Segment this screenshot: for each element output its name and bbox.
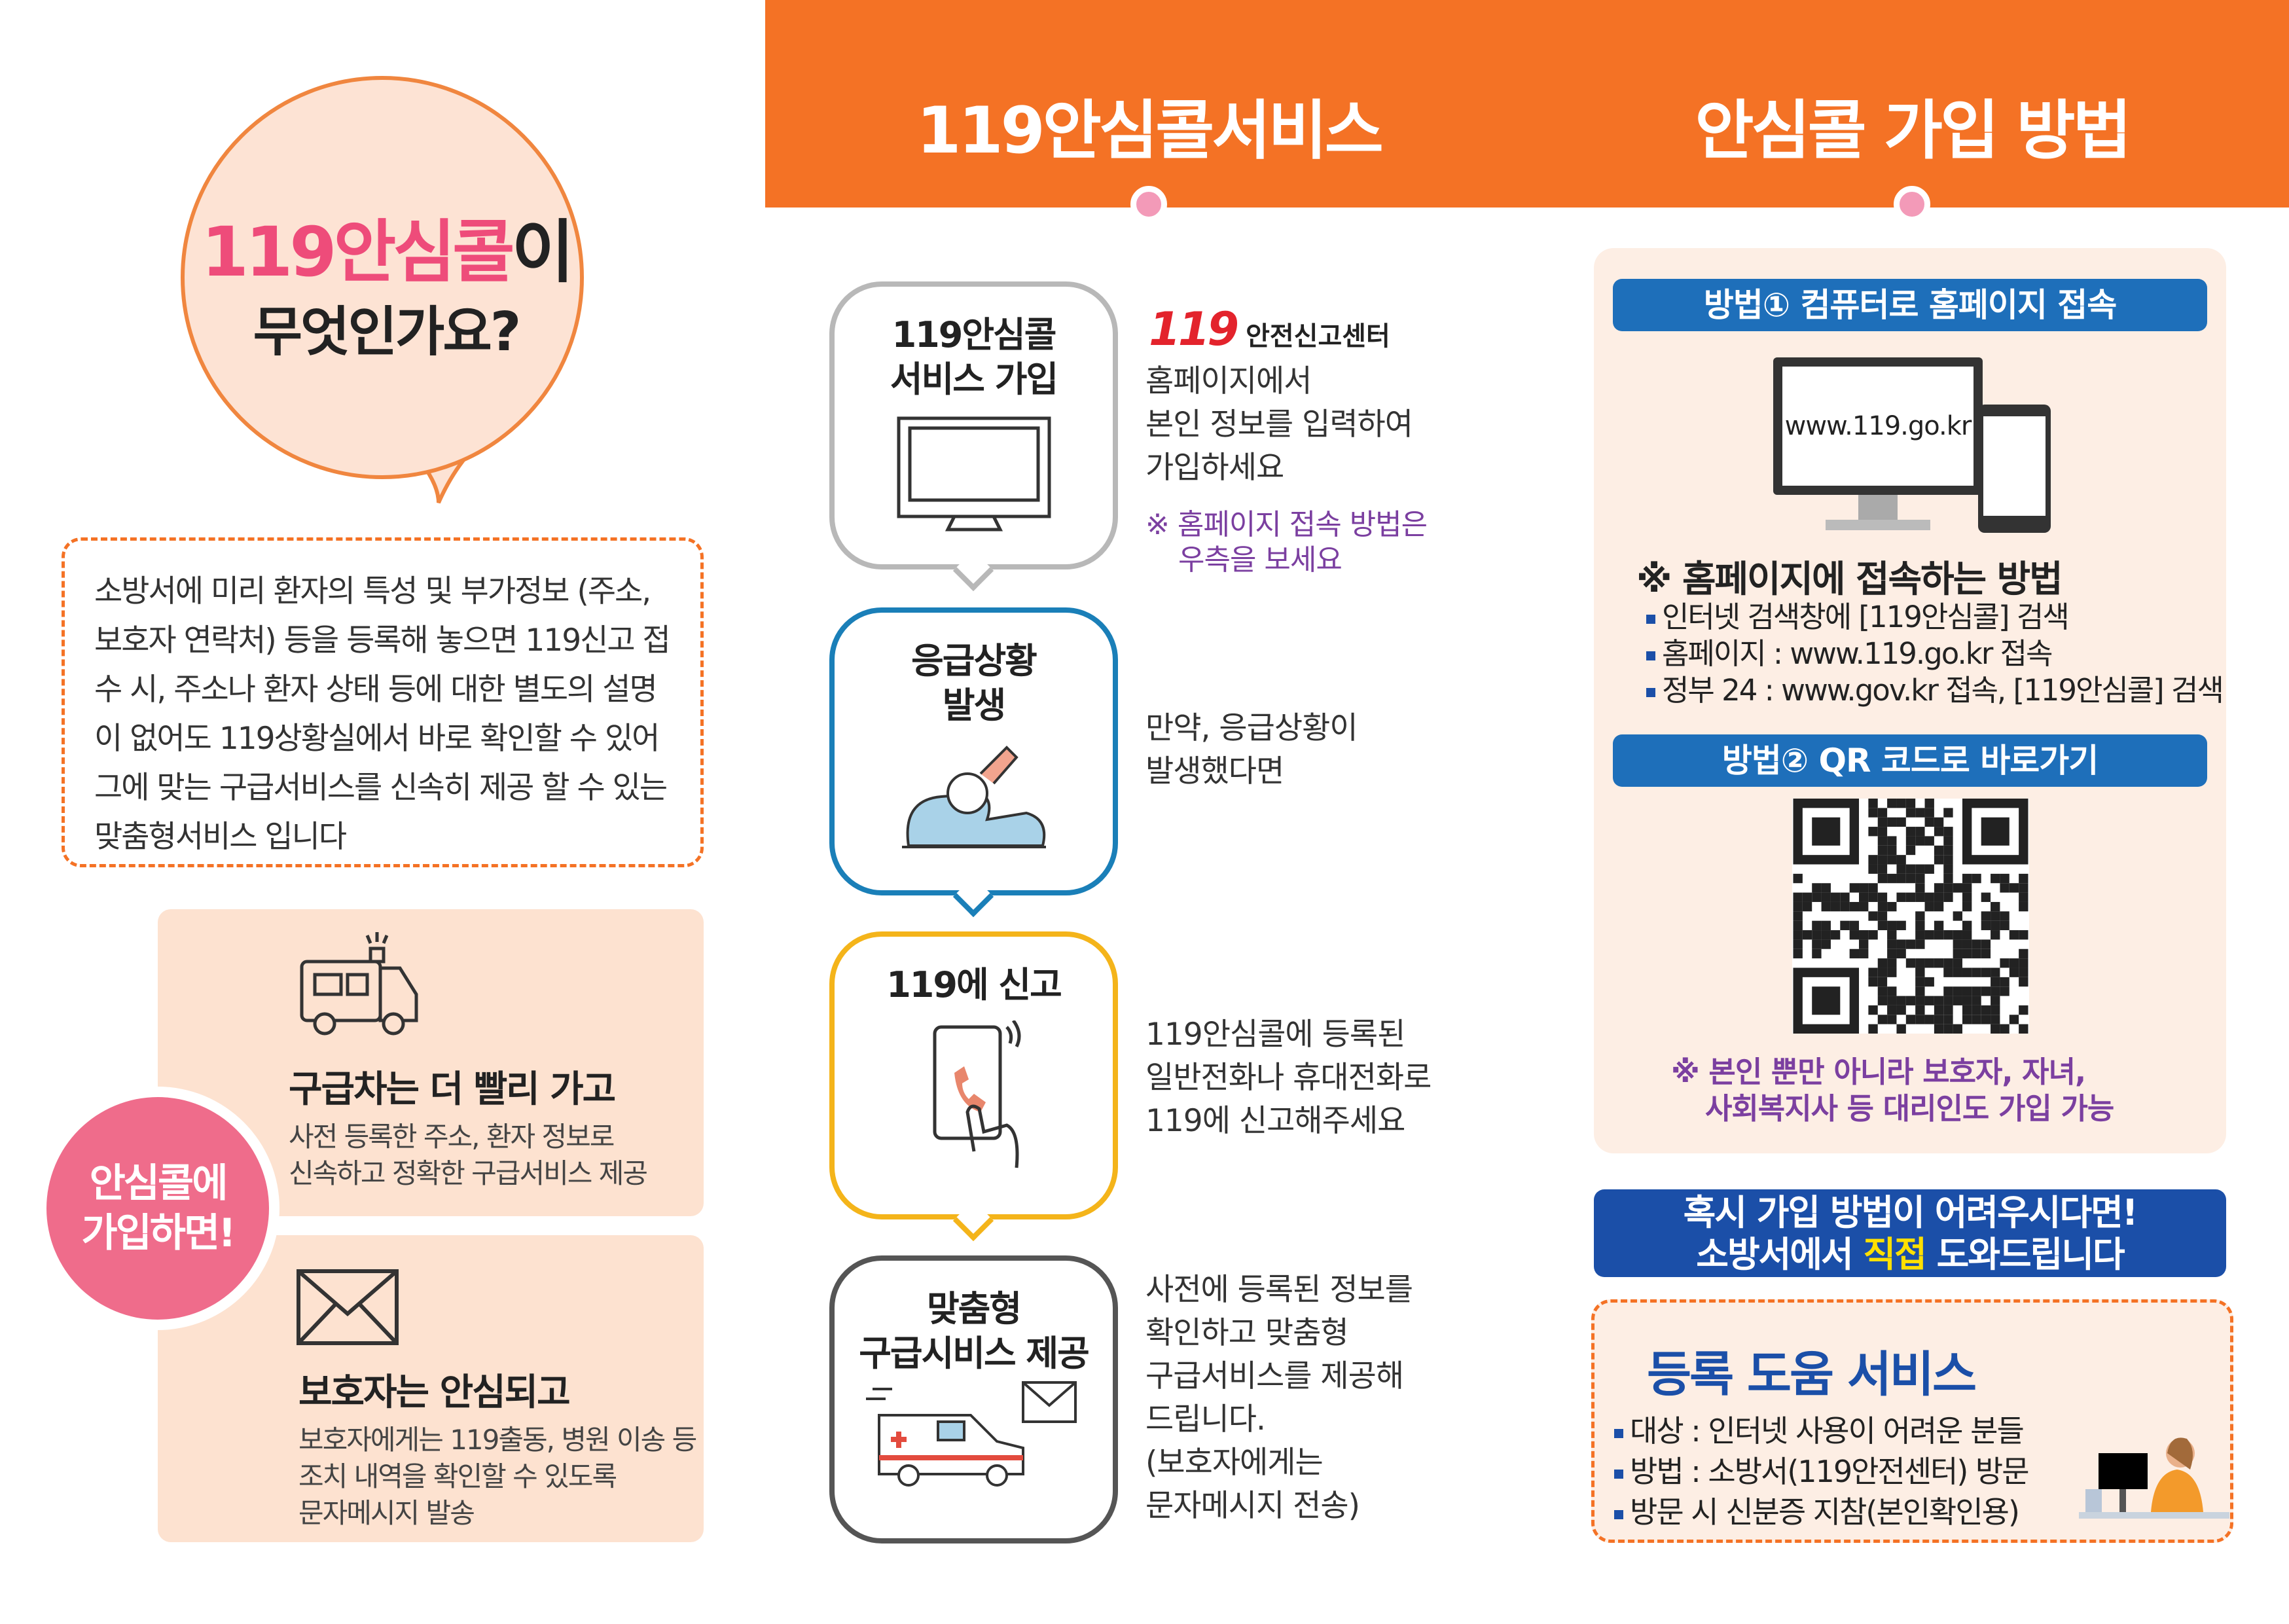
section-title-service: 119안심콜서비스 [916,94,1384,168]
list-item: 홈페이지 : www.119.go.kr 접속 [1646,636,2223,672]
qr-code[interactable] [1792,799,2029,1034]
ambulance-message-icon [865,1381,1077,1487]
monitor-icon [897,416,1051,532]
list-item: 대상 : 인터넷 사용이 어려운 분들 [1614,1411,2028,1451]
list-item: 방문 시 신분증 지참(본인확인용) [1614,1492,2028,1532]
list-item: 인터넷 검색창에 [119안심콜] 검색 [1646,599,2223,636]
firefighter-operator-illustration [2079,1437,2229,1519]
envelope-icon [297,1269,399,1345]
safety-report-logo: 119 안전신고센터 [1149,302,1390,356]
howto-title: ※ 홈페이지에 접속하는 방법 [1636,558,2063,601]
method1-bar: 방법① 컴퓨터로 홈페이지 접속 [1613,279,2207,331]
list-item: 정부 24 : www.gov.kr 접속, [119안심콜] 검색 [1646,672,2224,709]
proxy-note: ※ 본인 뿐만 아니라 보호자, 자녀,사회복지사 등 대리인도 가입 가능 [1671,1055,2114,1126]
help-service-title: 등록 도움 서비스 [1647,1346,1977,1403]
section-title-join: 안심콜 가입 방법 [1695,94,2131,168]
speech-bubble [181,76,584,479]
intro-description: 소방서에 미리 환자의 특성 및 부가정보 (주소, 보호자 연락처) 등을 등… [62,537,704,867]
monitor-url: www.119.go.kr [1782,367,1974,486]
monitor-icon: www.119.go.kr [1773,357,1983,533]
intro-question: 119안심콜이 [190,196,583,295]
help-service-list: 대상 : 인터넷 사용이 어려운 분들 방법 : 소방서(119안전센터) 방문… [1614,1411,2030,1532]
pink-dot-marker [1130,186,1167,223]
phone-icon [1978,405,2051,533]
benefit-title: 보호자는 안심되고 [298,1371,571,1414]
ambulance-icon [300,932,418,1036]
intro-suffix: 이 [511,212,575,292]
help-service-box: 등록 도움 서비스 대상 : 인터넷 사용이 어려운 분들 방법 : 소방서(1… [1591,1299,2233,1543]
list-item: 방법 : 소방서(119안전센터) 방문 [1614,1451,2030,1492]
step-report: 119에 신고 [829,931,1118,1242]
patient-icon [901,746,1046,848]
header-banner [765,0,2289,208]
benefit-title: 구급차는 더 빨리 가고 [289,1068,616,1111]
pink-dot-marker [1894,186,1930,223]
phone-call-icon [933,1019,1020,1168]
howto-list: 인터넷 검색창에 [119안심콜] 검색 홈페이지 : www.119.go.k… [1646,599,2224,709]
method2-bar: 방법② QR 코드로 바로가기 [1613,734,2207,787]
help-banner: 혹시 가입 방법이 어려우시다면!소방서에서 직접 도와드립니다 [1594,1189,2226,1277]
intro-question-line2: 무엇인가요? [253,301,522,363]
intro-highlight: 119안심콜 [201,212,515,292]
